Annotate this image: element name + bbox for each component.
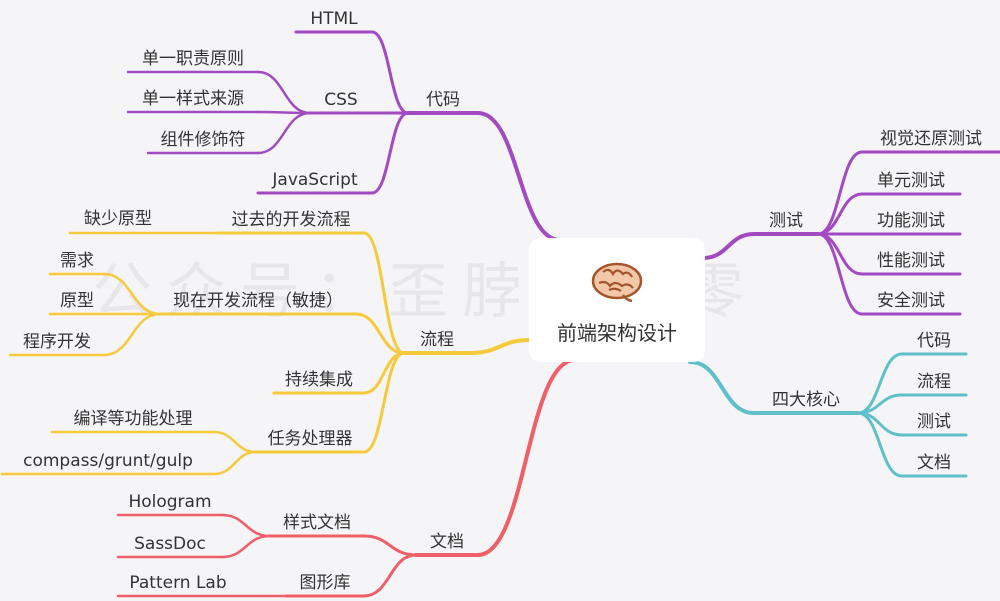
edge-css-1 (256, 110, 312, 115)
edge-docs-0 (362, 534, 418, 557)
node-past-leaf-0[interactable]: 缺少原型 (84, 209, 152, 229)
edge-test-0 (816, 150, 864, 236)
edge-task-1 (212, 450, 258, 476)
node-now-0[interactable]: 需求 (60, 251, 94, 271)
node-process-2[interactable]: 持续集成 (285, 370, 353, 390)
node-css-item-1[interactable]: 单一样式来源 (142, 89, 244, 109)
edge-process-0 (362, 231, 406, 355)
node-test-3[interactable]: 性能测试 (877, 251, 945, 271)
node-style-sassdoc[interactable]: SassDoc (134, 534, 206, 554)
node-docs-0[interactable]: 样式文档 (283, 513, 351, 533)
root-box (529, 238, 705, 362)
edge-test-4 (816, 232, 864, 316)
edge-code-root (476, 111, 562, 242)
edge-css-0 (256, 70, 312, 115)
root-label: 前端架构设计 (557, 321, 677, 345)
edges-layer (0, 30, 1000, 598)
node-core-3[interactable]: 文档 (917, 453, 951, 473)
edge-code-0 (370, 30, 410, 115)
node-process-0[interactable]: 过去的开发流程 (232, 210, 351, 230)
node-core-2[interactable]: 测试 (917, 412, 951, 432)
node-test[interactable]: 测试 (769, 211, 803, 231)
edge-css-2 (256, 111, 312, 155)
edge-now-2 (102, 312, 162, 357)
node-test-0[interactable]: 视觉还原测试 (880, 129, 982, 149)
node-now-1[interactable]: 原型 (60, 291, 94, 311)
edge-task-0 (212, 430, 258, 454)
edge-process-1 (354, 312, 406, 355)
edge-test-root (701, 232, 756, 260)
node-now-2[interactable]: 程序开发 (23, 332, 91, 352)
edge-style-0 (220, 513, 272, 538)
node-test-2[interactable]: 功能测试 (877, 211, 945, 231)
node-test-1[interactable]: 单元测试 (877, 171, 945, 191)
node-code[interactable]: 代码 (426, 90, 460, 110)
node-css-item-2[interactable]: 组件修饰符 (161, 130, 246, 150)
node-lib-pattern-lab[interactable]: Pattern Lab (129, 573, 226, 593)
node-docs-1[interactable]: 图形库 (300, 573, 351, 593)
node-core[interactable]: 四大核心 (772, 390, 840, 410)
edge-docs-root (476, 358, 577, 557)
node-process-1[interactable]: 现在开发流程（敏捷） (173, 291, 343, 311)
node-docs[interactable]: 文档 (430, 532, 464, 552)
node-core-0[interactable]: 代码 (917, 331, 951, 351)
node-css-item-0[interactable]: 单一职责原则 (142, 49, 244, 69)
node-task-node[interactable]: 编译等功能处理 (74, 409, 193, 429)
node-task-compass-grunt-gulp[interactable]: compass/grunt/gulp (23, 451, 193, 471)
node-style-hologram[interactable]: Hologram (128, 492, 211, 512)
node-test-4[interactable]: 安全测试 (877, 291, 945, 311)
edge-test-1 (816, 192, 864, 236)
node-core-1[interactable]: 流程 (917, 372, 951, 392)
root-node[interactable]: 前端架构设计 (529, 238, 705, 362)
node-code-javascript[interactable]: JavaScript (271, 170, 358, 190)
edge-process-3 (362, 351, 406, 454)
brain-icon (591, 262, 643, 303)
edge-style-1 (220, 534, 272, 559)
edge-core-3 (856, 411, 904, 478)
edge-docs-1 (362, 553, 418, 598)
node-code-css[interactable]: CSS (324, 90, 357, 110)
node-code-html[interactable]: HTML (310, 9, 358, 29)
edge-process-2 (362, 351, 406, 395)
edge-core-root (688, 360, 756, 415)
node-process-3[interactable]: 任务处理器 (268, 429, 353, 449)
node-process[interactable]: 流程 (420, 330, 454, 350)
edge-test-3 (816, 232, 864, 276)
edge-code-2 (370, 111, 410, 195)
edge-process-root (468, 338, 532, 355)
